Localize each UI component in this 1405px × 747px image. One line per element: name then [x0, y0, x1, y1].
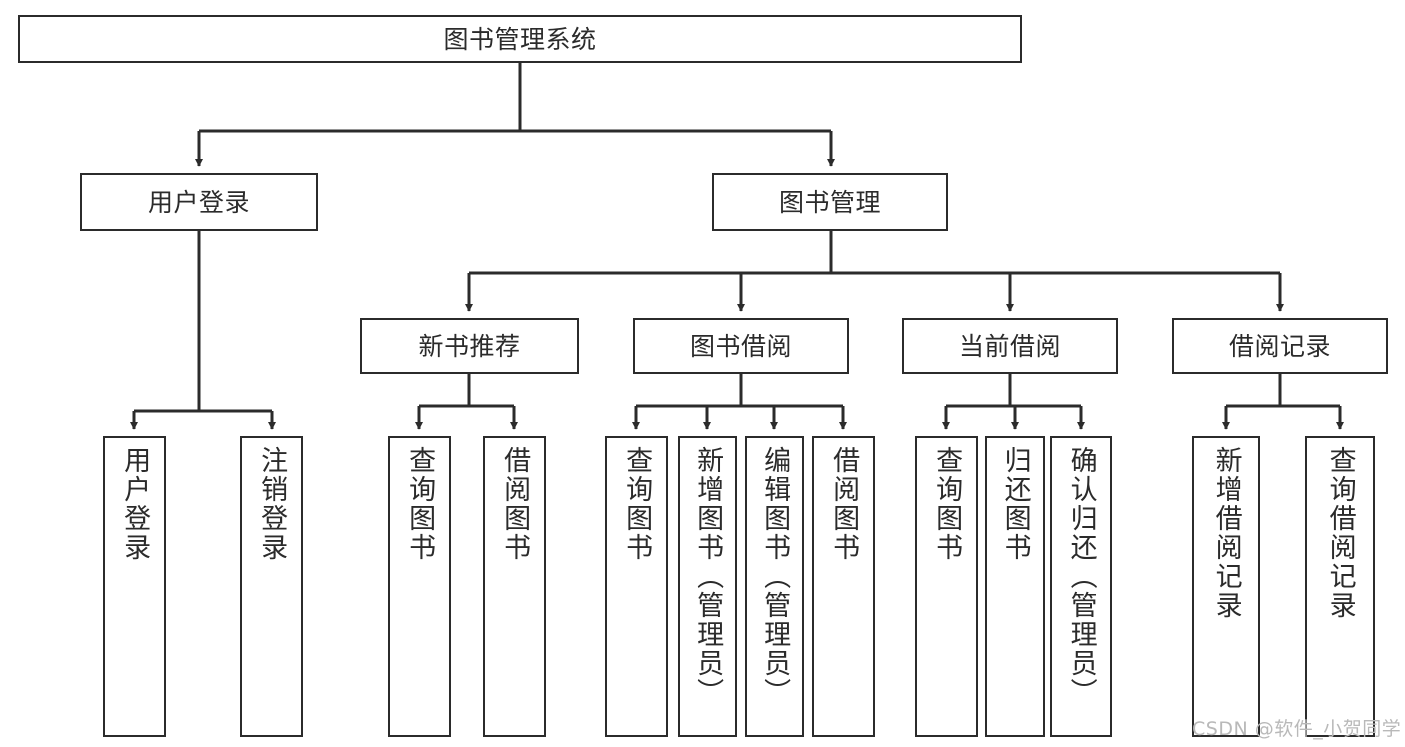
node-book-borrow-label: 图书借阅: [689, 331, 792, 361]
node-book-manage-label: 图书管理: [778, 187, 881, 217]
node-leaf-borrow-book-2[interactable]: 借阅图书: [812, 436, 875, 737]
node-new-book-recommend-label: 新书推荐: [418, 331, 521, 361]
node-book-borrow[interactable]: 图书借阅: [633, 318, 849, 374]
node-leaf-add-record[interactable]: 新增借阅记录: [1192, 436, 1260, 737]
node-leaf-user-login-label: 用户登录: [119, 446, 151, 562]
node-leaf-query-book-1[interactable]: 查询图书: [388, 436, 451, 737]
node-book-manage[interactable]: 图书管理: [712, 173, 948, 231]
node-leaf-edit-book-label: 编辑图书（管理员）: [759, 446, 791, 707]
node-user-login-label: 用户登录: [147, 187, 250, 217]
node-leaf-query-book-2-label: 查询图书: [621, 446, 653, 562]
node-leaf-borrow-book-2-label: 借阅图书: [828, 446, 860, 562]
node-leaf-edit-book[interactable]: 编辑图书（管理员）: [745, 436, 804, 737]
node-leaf-add-book-label: 新增图书（管理员）: [692, 446, 724, 707]
node-leaf-user-login[interactable]: 用户登录: [103, 436, 166, 737]
node-leaf-borrow-book-1[interactable]: 借阅图书: [483, 436, 546, 737]
node-leaf-query-book-3-label: 查询图书: [931, 446, 963, 562]
csdn-watermark: CSDN @软件_小贺同学: [1192, 718, 1402, 740]
node-root-label: 图书管理系统: [443, 24, 597, 54]
node-leaf-confirm-return[interactable]: 确认归还（管理员）: [1050, 436, 1112, 737]
node-leaf-return-book[interactable]: 归还图书: [985, 436, 1045, 737]
node-borrow-record[interactable]: 借阅记录: [1172, 318, 1388, 374]
node-leaf-add-record-label: 新增借阅记录: [1210, 446, 1242, 620]
node-current-borrow[interactable]: 当前借阅: [902, 318, 1118, 374]
node-leaf-query-book-2[interactable]: 查询图书: [605, 436, 668, 737]
node-new-book-recommend[interactable]: 新书推荐: [360, 318, 579, 374]
node-leaf-return-book-label: 归还图书: [999, 446, 1031, 562]
node-leaf-confirm-return-label: 确认归还（管理员）: [1065, 446, 1097, 707]
node-user-login[interactable]: 用户登录: [80, 173, 318, 231]
node-current-borrow-label: 当前借阅: [958, 331, 1061, 361]
node-leaf-query-record[interactable]: 查询借阅记录: [1305, 436, 1375, 737]
node-leaf-add-book[interactable]: 新增图书（管理员）: [678, 436, 737, 737]
node-leaf-query-book-3[interactable]: 查询图书: [915, 436, 978, 737]
node-leaf-query-record-label: 查询借阅记录: [1324, 446, 1356, 620]
node-leaf-logout-label: 注销登录: [256, 446, 288, 562]
node-leaf-logout[interactable]: 注销登录: [240, 436, 303, 737]
node-root[interactable]: 图书管理系统: [18, 15, 1022, 63]
node-leaf-borrow-book-1-label: 借阅图书: [499, 446, 531, 562]
node-borrow-record-label: 借阅记录: [1228, 331, 1331, 361]
node-leaf-query-book-1-label: 查询图书: [404, 446, 436, 562]
